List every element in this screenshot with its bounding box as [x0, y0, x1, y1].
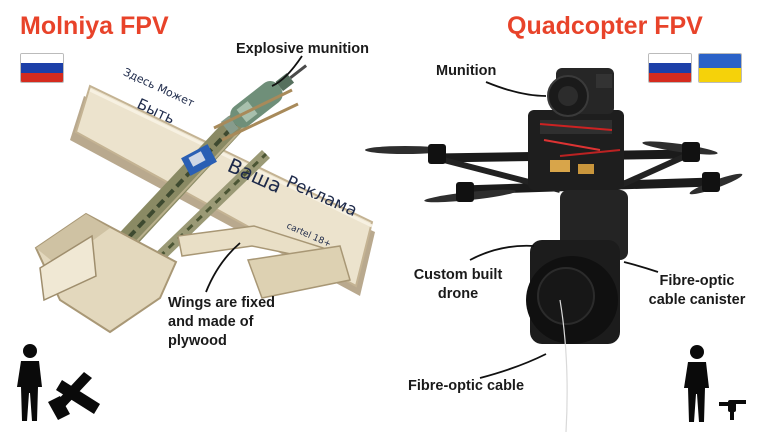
cable-callout-line — [479, 353, 547, 379]
quad-munition-callout-line — [485, 81, 547, 97]
fibre-optic-cable-label: Fibre-optic cable — [408, 378, 525, 394]
wings-label-line3: plywood — [168, 333, 227, 349]
explosive-munition-label: Explosive munition — [236, 41, 369, 57]
ukraine-flag-icon — [698, 53, 742, 83]
munition-callout-line — [271, 55, 303, 87]
fixed-wing-drone-icon — [48, 372, 100, 420]
human-silhouette-icon — [17, 344, 42, 421]
canister-label-line2: cable canister — [648, 292, 746, 308]
custom-drone-callout-line — [469, 244, 535, 261]
canister-label-line1: Fibre-optic — [659, 273, 735, 289]
wings-callout-line — [205, 242, 241, 293]
molniya-title: Molniya FPV — [20, 12, 169, 40]
custom-drone-label-line1: Custom built — [413, 267, 503, 283]
russia-flag-icon — [20, 53, 64, 83]
fixed-wing-drone-photo: Здесь Может Быть Ваша Реклама cartel 18+ — [34, 64, 375, 334]
wings-label-line2: and made of — [168, 314, 254, 330]
quadcopter-drone-icon — [719, 400, 746, 420]
russia-flag-icon-right — [648, 53, 692, 83]
custom-drone-label-line2: drone — [437, 286, 479, 302]
quadcopter-drone-photo — [365, 68, 743, 432]
quadcopter-title: Quadcopter FPV — [507, 12, 703, 40]
canister-callout-line — [623, 261, 659, 273]
wings-label-line1: Wings are fixed — [168, 295, 276, 311]
quad-munition-label: Munition — [436, 63, 497, 79]
human-silhouette-icon-right — [684, 345, 709, 422]
